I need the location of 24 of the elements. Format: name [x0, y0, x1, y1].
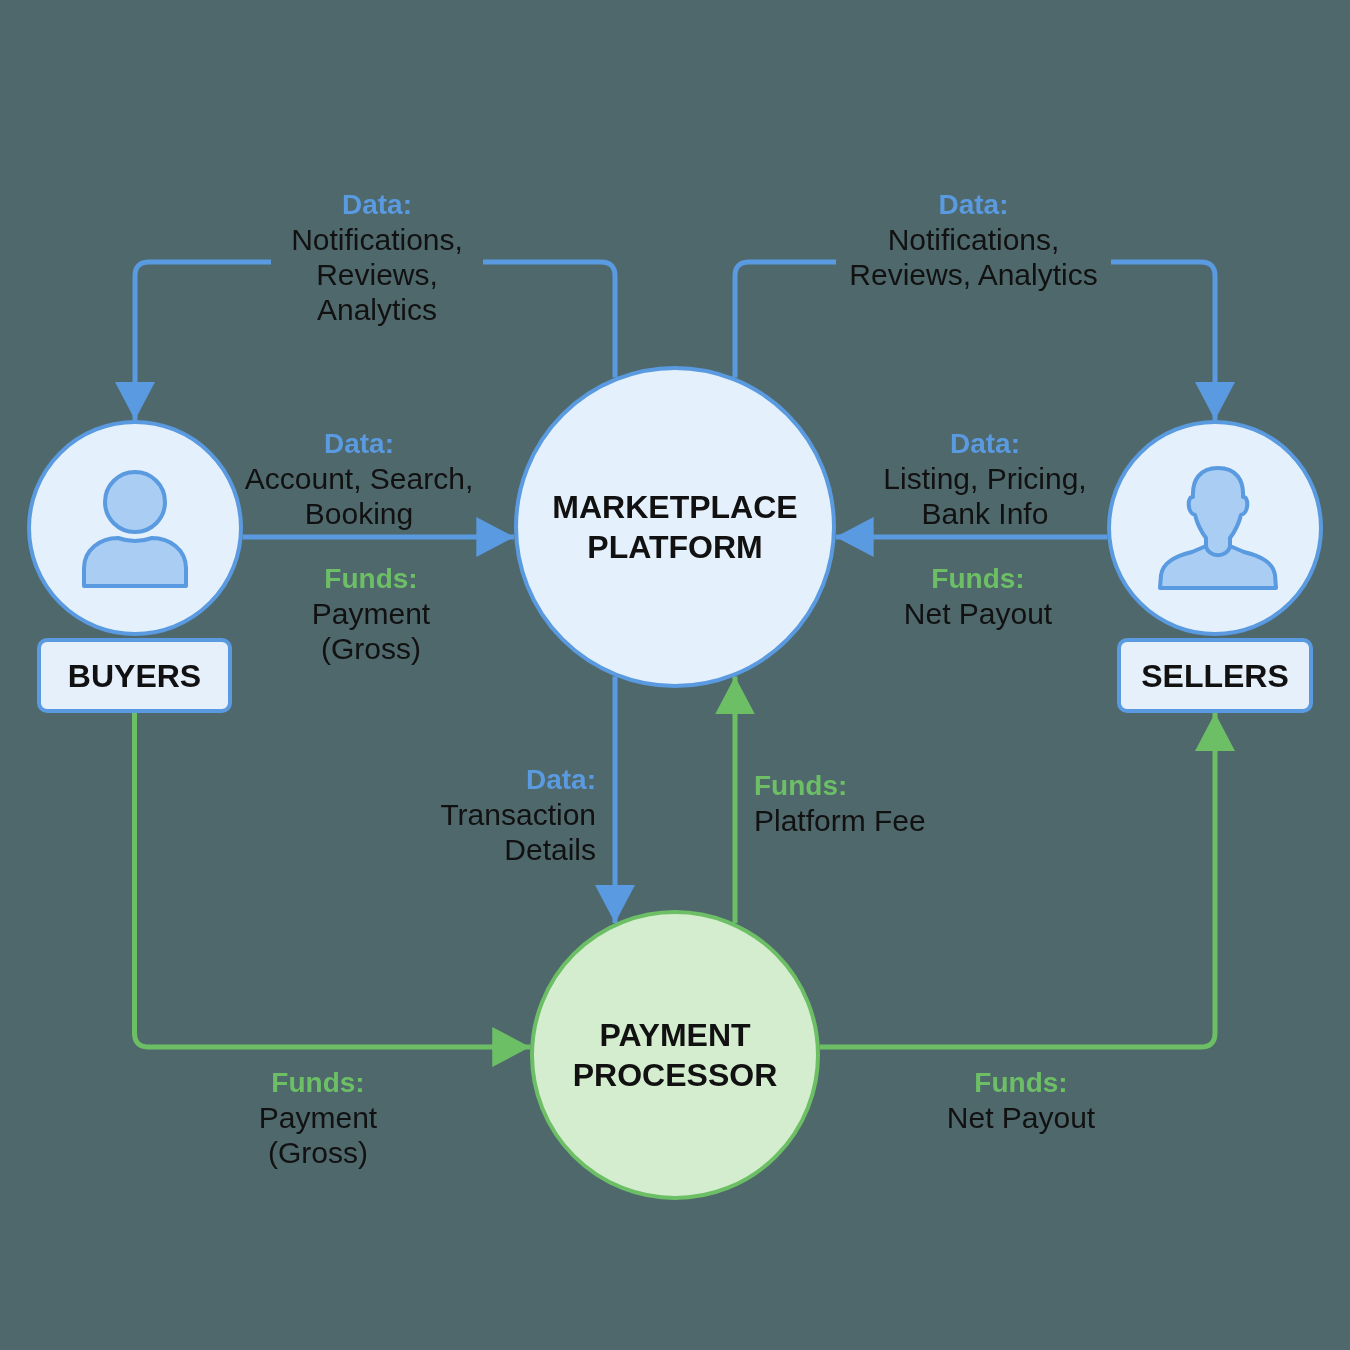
process-circle	[514, 366, 836, 688]
arrow	[819, 713, 1235, 1050]
arrow	[715, 676, 755, 923]
edge-label: Data: Account, Search, Booking	[244, 427, 474, 531]
arrow	[132, 713, 531, 1067]
edge-label: Data: Listing, Pricing, Bank Info	[882, 427, 1088, 531]
node-title: PAYMENT PROCESSOR	[571, 1016, 779, 1095]
edge-label: Data: Transaction Details	[439, 763, 596, 867]
actor-circle	[1107, 420, 1323, 636]
edge-label: Funds: Platform Fee	[754, 769, 927, 838]
arrow	[595, 676, 635, 923]
edge-label: Funds: Net Payout	[945, 1066, 1097, 1135]
label-box	[1117, 638, 1313, 713]
flow-label: Funds: Payment (Gross)	[310, 562, 432, 666]
node-label: BUYERS	[67, 656, 202, 696]
edge-label: Funds: Payment (Gross)	[257, 1066, 379, 1170]
arrow	[242, 517, 515, 557]
label-box	[37, 638, 232, 713]
actor-circle	[27, 420, 243, 636]
node-label: SELLERS	[1141, 656, 1289, 696]
arrow	[835, 517, 1108, 557]
node-title: MARKETPLACE PLATFORM	[551, 488, 799, 567]
flow-label: Funds: Net Payout	[902, 562, 1054, 631]
process-circle	[530, 910, 820, 1200]
